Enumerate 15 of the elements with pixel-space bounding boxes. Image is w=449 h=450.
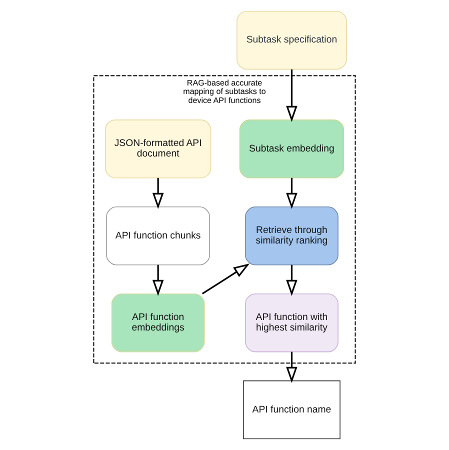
arrow	[286, 69, 298, 122]
node-box: Subtask embedding	[239, 120, 344, 178]
arrow	[202, 264, 250, 294]
node-box: API function embeddings	[111, 293, 205, 352]
node-box: API function chunks	[106, 206, 210, 266]
arrow	[286, 178, 298, 210]
node-box: API function name	[243, 380, 340, 440]
arrow	[286, 352, 298, 383]
node-box: JSON-formatted API document	[104, 120, 212, 178]
arrow	[152, 178, 164, 210]
arrow	[152, 264, 164, 296]
arrow	[286, 264, 298, 296]
node-box: API function with highest similarity	[245, 293, 338, 352]
node-box: Subtask specification	[236, 10, 347, 70]
node-box: Retrieve through similarity ranking	[245, 206, 338, 266]
